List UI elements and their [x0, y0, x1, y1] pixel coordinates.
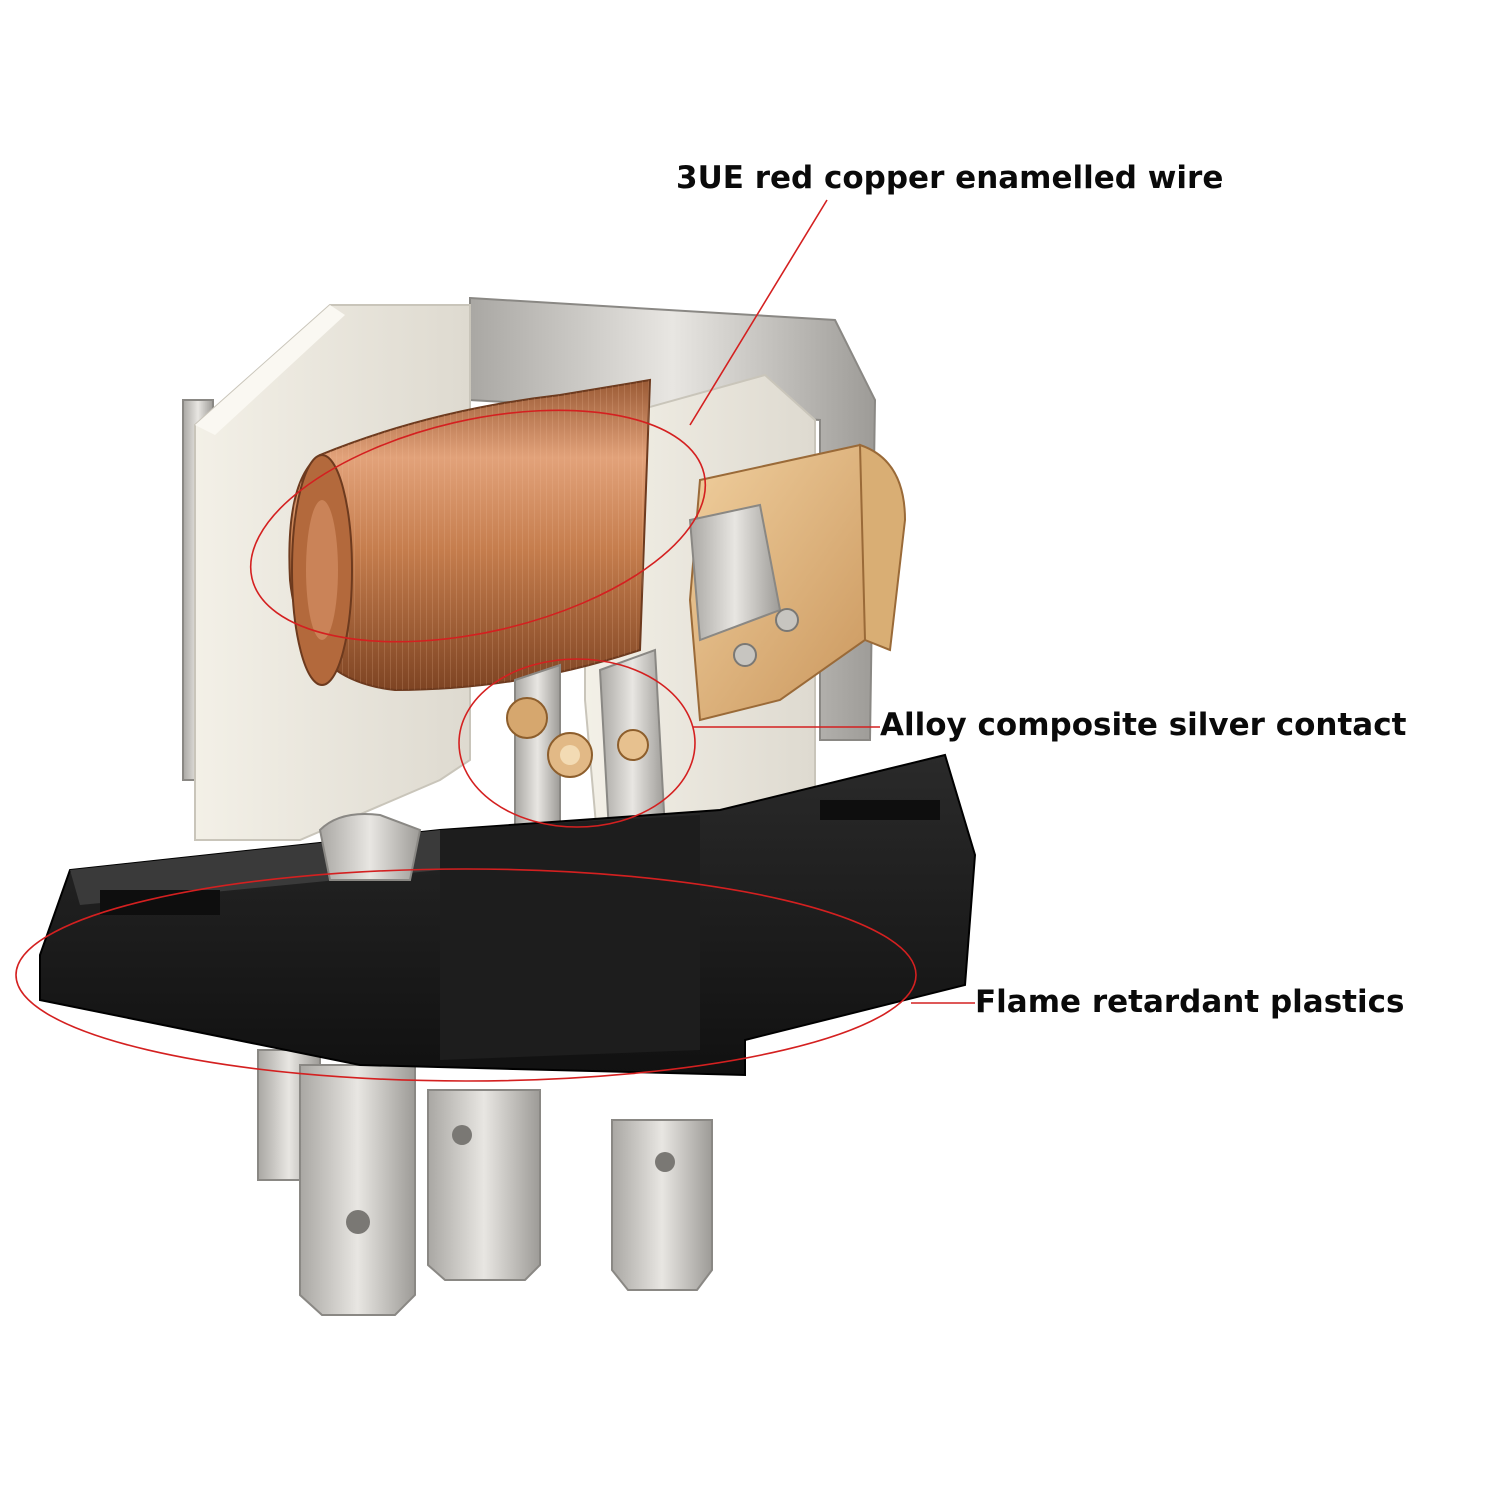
coil-highlight-ellipse: [249, 409, 707, 643]
wire-callout-label: 3UE red copper enamelled wire: [676, 160, 1224, 196]
silver-contact: [506, 648, 667, 852]
terminal-pins: [257, 1049, 713, 1316]
leader-lines: [689, 199, 975, 1004]
contact-callout-label: Alloy composite silver contact: [880, 707, 1407, 743]
plastic-callout-label: Flame retardant plastics: [975, 984, 1405, 1020]
wire-leader-line: [689, 199, 828, 426]
armature: [688, 443, 907, 722]
base-highlight-ellipse: [15, 868, 917, 1082]
contact-highlight-ellipse: [458, 658, 696, 828]
annotation-ellipses: [15, 409, 917, 1082]
